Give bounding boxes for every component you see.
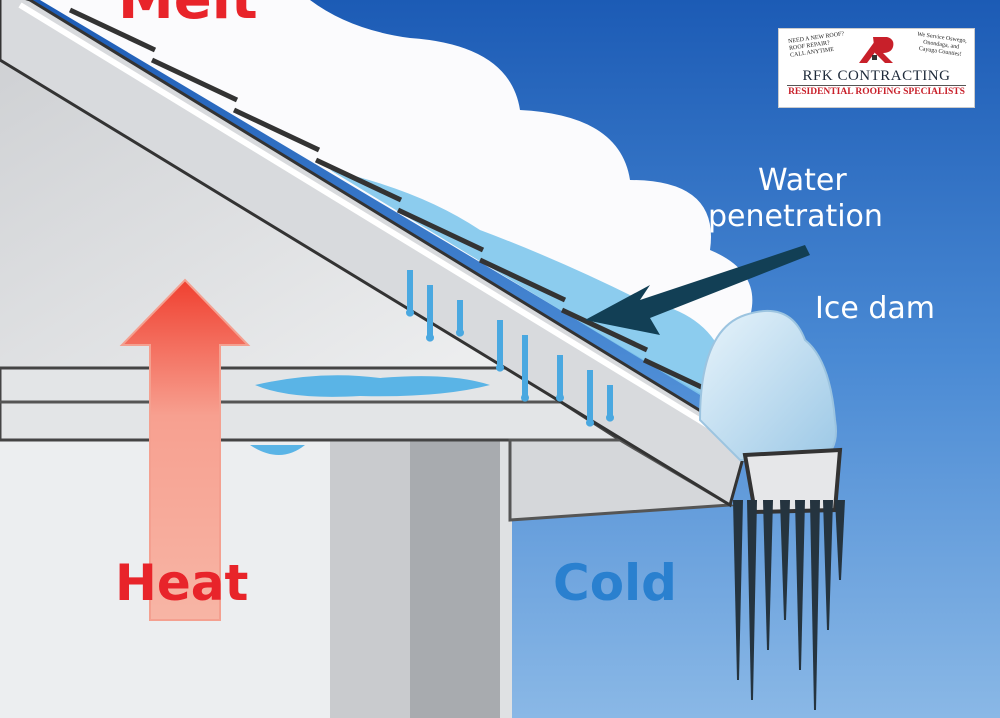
water-drip (605, 385, 614, 422)
water-label-line1: Water (758, 163, 847, 198)
water-drip (406, 270, 414, 317)
logo-company-name: RFK CONTRACTING (802, 68, 951, 84)
icicles (733, 500, 845, 710)
icicle (763, 500, 773, 650)
water-drip (426, 285, 434, 342)
shingle (232, 107, 321, 153)
icicle (795, 500, 805, 670)
shingle (68, 7, 157, 53)
gutter (742, 447, 843, 515)
ice-dam-label: Ice dam (815, 291, 935, 326)
ceiling-leak (250, 445, 305, 455)
water-penetration-arrow (585, 245, 810, 335)
shingle (560, 307, 649, 353)
cold-label: Cold (553, 554, 677, 612)
icicle (835, 500, 845, 580)
icicle (823, 500, 833, 630)
heat-arrow (119, 278, 251, 621)
water-drip (520, 335, 529, 402)
heat-label: Heat (115, 554, 248, 612)
rfk-logo: NEED A NEW ROOF? ROOF REPAIR? CALL ANYTI… (778, 28, 975, 108)
logo-house-r-icon (859, 37, 894, 63)
icicle (733, 500, 743, 680)
shingle (396, 207, 485, 253)
logo-tagline: RESIDENTIAL ROOFING SPECIALISTS (788, 87, 965, 97)
shingle (314, 157, 403, 203)
attic-puddle (255, 375, 490, 397)
water-drip (456, 300, 464, 337)
icicle (810, 500, 820, 710)
shingle (478, 257, 567, 303)
water-drips (406, 270, 614, 427)
melt-label: Melt (118, 0, 258, 32)
wall-stud (410, 440, 500, 718)
ice-dam (698, 309, 837, 461)
water-label-line2: penetration (708, 199, 883, 234)
icicle (747, 500, 757, 700)
water-drip (496, 320, 504, 372)
water-drip (556, 355, 564, 402)
icicle (780, 500, 790, 620)
shingle (150, 57, 239, 103)
wall-stud (330, 440, 410, 718)
water-drip (586, 370, 594, 427)
